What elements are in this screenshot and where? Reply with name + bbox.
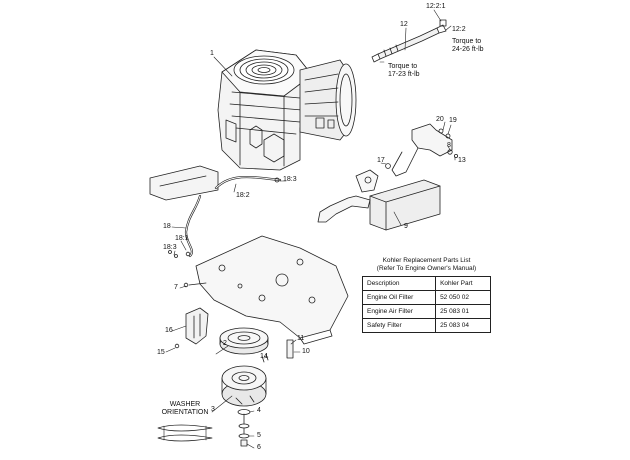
callout-10: 10 (302, 348, 310, 355)
parts-table-title: Kohler Replacement Parts List (Refer To … (362, 257, 491, 273)
row-part-number: 52 050 02 (435, 290, 491, 305)
kohler-parts-table: Description Kohler Part Engine Oil Filte… (361, 276, 491, 333)
bracket-drawing (385, 123, 458, 177)
torque-note-shaft: Torque to 24-26 ft-lb (452, 38, 484, 54)
idler-bracket-drawing (174, 307, 209, 349)
callout-1: 1 (210, 50, 214, 57)
callout-18-3-a: 18:3 (283, 176, 297, 183)
callout-12-2: 12:2 (452, 26, 466, 33)
callout-8: 8 (447, 142, 451, 149)
callout-7: 7 (174, 284, 178, 291)
row-part-number: 25 083 04 (435, 318, 491, 333)
callout-12-2-1: 12:2:1 (426, 3, 446, 10)
row-description: Engine Air Filter (361, 304, 437, 319)
header-description: Description (361, 276, 437, 291)
hose-bracket-drawing (149, 165, 282, 258)
callout-15: 15 (157, 349, 165, 356)
clutch-drawing (221, 365, 267, 447)
torque-note-engine: Torque to 17-23 ft-lb (388, 63, 420, 79)
muffler-drawing (317, 169, 441, 231)
callout-18: 18 (163, 223, 171, 230)
washer-orientation-caption: WASHER ORIENTATION (156, 401, 214, 417)
table-row: Engine Oil Filter 52 050 02 (361, 290, 491, 305)
parts-table-title-line2: (Refer To Engine Owner's Manual) (376, 265, 477, 272)
table-row: Engine Air Filter 25 083 01 (361, 304, 491, 319)
callout-16: 16 (165, 327, 173, 334)
callout-20: 20 (436, 116, 444, 123)
callout-18-2: 18:2 (236, 192, 250, 199)
callout-11: 11 (297, 335, 305, 342)
callout-18-1: 18:1 (175, 235, 189, 242)
table-row: Safety Filter 25 083 04 (361, 318, 491, 333)
callout-5: 5 (257, 432, 261, 439)
callout-4: 4 (257, 407, 261, 414)
torque-note-engine-line1: Torque to (388, 63, 418, 70)
callout-13: 13 (458, 157, 466, 164)
parts-table-title-line1: Kohler Replacement Parts List (382, 257, 471, 264)
callout-18-3-b: 18:3 (163, 244, 177, 251)
drive-shaft-drawing (371, 19, 447, 63)
callout-14: 14 (260, 353, 268, 360)
row-description: Safety Filter (361, 318, 437, 333)
row-description: Engine Oil Filter (361, 290, 437, 305)
washer-caption-line2: ORIENTATION (161, 409, 209, 416)
row-part-number: 25 083 01 (435, 304, 491, 319)
washer-caption-line1: WASHER (169, 401, 201, 408)
callout-19: 19 (449, 117, 457, 124)
washer-orientation-drawing (157, 424, 213, 442)
header-kohler-part: Kohler Part (435, 276, 491, 291)
torque-note-engine-line2: 17-23 ft-lb (388, 71, 420, 78)
callout-12: 12 (400, 21, 408, 28)
torque-note-shaft-line1: Torque to (452, 38, 482, 45)
deck-plate-drawing (183, 235, 349, 345)
leader-lines (165, 9, 456, 449)
engine-drawing (217, 49, 357, 171)
callout-6: 6 (257, 444, 261, 451)
callout-17: 17 (377, 157, 385, 164)
table-header-row: Description Kohler Part (361, 276, 491, 291)
pulley-drawing (219, 327, 294, 363)
callout-9: 9 (404, 223, 408, 230)
torque-note-shaft-line2: 24-26 ft-lb (452, 46, 484, 53)
callout-3: 3 (211, 406, 215, 413)
callout-2: 2 (223, 340, 227, 347)
